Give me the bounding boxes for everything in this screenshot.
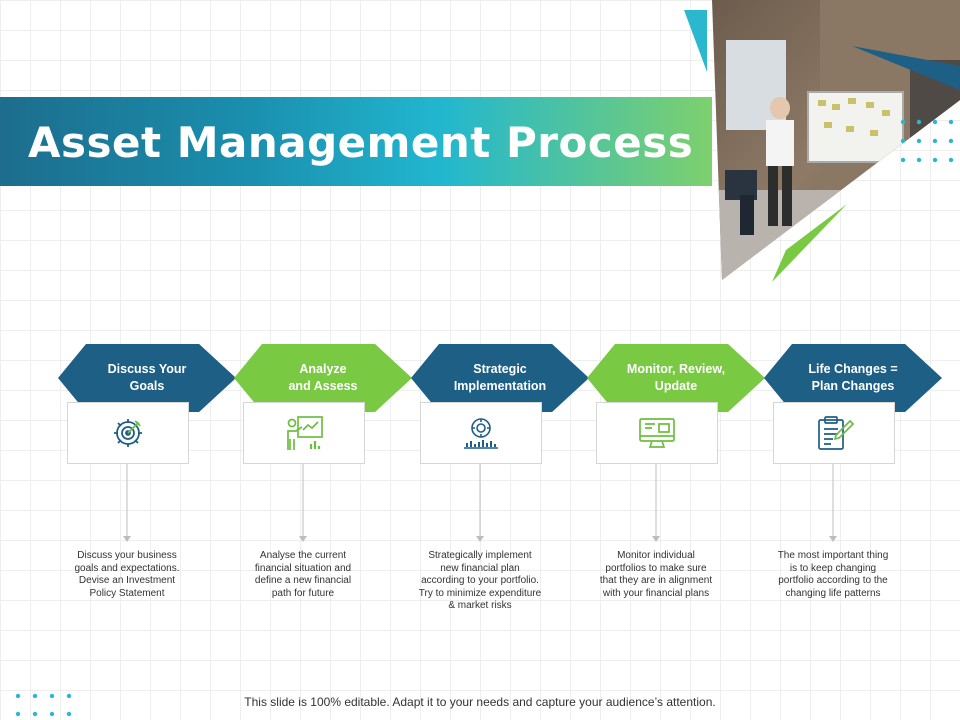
arrow-fill [764,344,942,412]
icon-box-step-4 [596,402,718,464]
dot-pattern-decoration [15,693,72,717]
step-label: Discuss Your Goals [107,362,187,393]
presenter-board-icon [287,416,323,450]
step-arrow-monitor-review: Monitor, Review, Update [587,344,765,412]
step-description-1: Discuss your business goals and expectat… [74,550,180,599]
step-arrow-analyze-assess: Analyze and Assess [234,344,412,412]
icon-box-step-2 [243,402,365,464]
arrow-fill [234,344,412,412]
step-arrow-discuss-goals: Discuss Your Goals [58,344,236,412]
connector-arrow-4 [652,464,660,542]
monitor-screen-icon [639,418,675,448]
step-label: Strategic Implementation [453,362,547,393]
arrow-shape [234,344,412,412]
arrow-fill [587,344,765,412]
step-arrow-life-changes: Life Changes = Plan Changes [764,344,942,412]
footer-note: This slide is 100% editable. Adapt it to… [244,695,716,709]
icon-box-step-1 [67,402,189,464]
arrow-fill [58,344,236,412]
arrow-shape [587,344,765,412]
arrow-shape [411,344,589,412]
clipboard-edit-icon [818,416,854,450]
connector-arrow-5 [829,464,837,542]
step-label: Analyze and Assess [288,362,358,393]
connector-arrow-3 [476,464,484,542]
page-title: Asset Management Process [28,118,694,167]
arrow-shape [58,344,236,412]
target-gear-icon [114,419,142,447]
icon-box-step-5 [773,402,895,464]
arrow-shape [764,344,942,412]
step-description-3: Strategically implement new financial pl… [418,550,542,612]
arrow-fill [411,344,589,412]
step-description-4: Monitor individual portfolios to make su… [599,550,713,599]
step-description-2: Analyse the current financial situation … [254,550,352,599]
step-label: Monitor, Review, Update [626,362,726,393]
title-banner [0,97,712,186]
step-arrow-strategic-implementation: Strategic Implementation [411,344,589,412]
strategy-chart-icon [464,418,498,449]
icon-box-step-3 [420,402,542,464]
connector-arrow-1 [123,464,131,542]
connector-arrow-2 [299,464,307,542]
step-description-5: The most important thing is to keep chan… [777,550,889,599]
step-label: Life Changes = Plan Changes [808,362,898,393]
